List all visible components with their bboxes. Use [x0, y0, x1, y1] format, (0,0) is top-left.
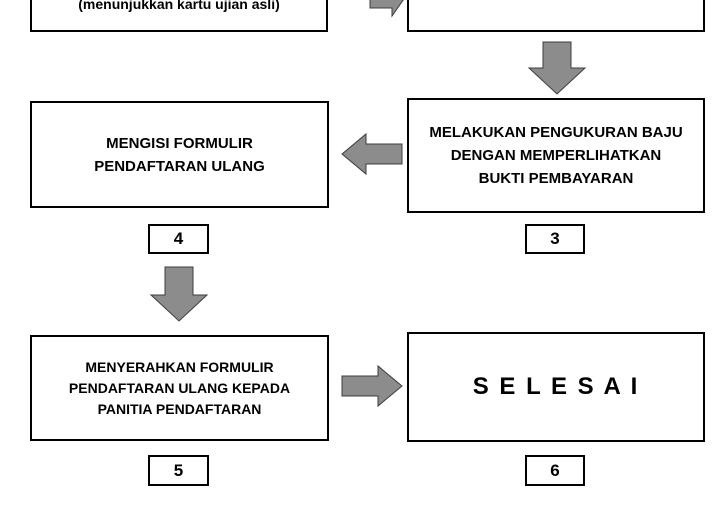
- step-5-number: 5: [148, 455, 209, 486]
- arrow-left-3-to-4-shape: [341, 132, 403, 176]
- step-4-text: MENGISI FORMULIR PENDAFTARAN ULANG: [94, 134, 265, 175]
- arrow-right-5-to-6-shape: [341, 364, 403, 408]
- step-3-number-label: 3: [550, 229, 560, 248]
- step-3-number: 3: [525, 224, 585, 254]
- arrow-right-1-to-2-shape: [369, 0, 404, 18]
- arrow-right-1-to-2: [369, 0, 404, 18]
- arrow-down-4-to-5-shape: [149, 266, 209, 322]
- step-4-number-label: 4: [173, 229, 184, 248]
- arrow-down-2-to-3-shape: [527, 41, 587, 95]
- arrow-right-5-to-6: [341, 364, 403, 408]
- step-5-box: MENYERAHKAN FORMULIR PENDAFTARAN ULANG K…: [30, 335, 329, 441]
- arrow-left-3-to-4: [341, 132, 403, 176]
- step-2-box: [407, 0, 705, 32]
- step-1-box: (menunjukkan kartu ujian asli): [30, 0, 328, 32]
- step-3-text: MELAKUKAN PENGUKURAN BAJU DENGAN MEMPERL…: [429, 124, 683, 187]
- step-5-text: MENYERAHKAN FORMULIR PENDAFTARAN ULANG K…: [68, 358, 291, 417]
- step-6-number: 6: [525, 455, 585, 486]
- arrow-down-4-to-5: [149, 266, 209, 322]
- step-3-box: MELAKUKAN PENGUKURAN BAJU DENGAN MEMPERL…: [407, 98, 705, 213]
- step-6-box: S E L E S A I: [407, 332, 705, 442]
- arrow-down-2-to-3: [527, 41, 587, 95]
- step-6-number-label: 6: [550, 460, 560, 480]
- step-6-text: S E L E S A I: [472, 373, 640, 400]
- step-5-number-label: 5: [173, 460, 184, 480]
- step-4-box: MENGISI FORMULIR PENDAFTARAN ULANG: [30, 101, 329, 208]
- step-1-text: (menunjukkan kartu ujian asli): [78, 0, 280, 12]
- step-4-number: 4: [148, 224, 209, 254]
